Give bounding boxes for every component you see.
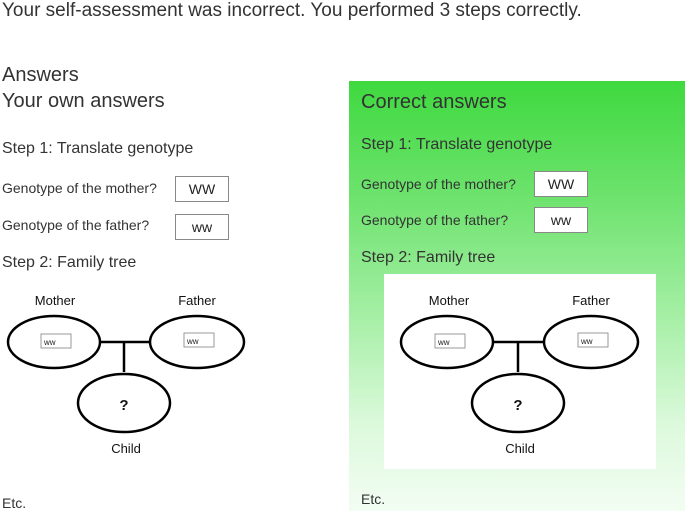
correct-tree-father-label: Father — [572, 293, 610, 308]
correct-father-question: Genotype of the father? — [361, 212, 509, 228]
own-tree-child-question-mark: ? — [119, 397, 128, 414]
correct-father-genotype-field: ww — [534, 207, 588, 233]
own-tree-father-label: Father — [178, 293, 216, 308]
correct-mother-question: Genotype of the mother? — [361, 176, 516, 192]
correct-tree-mother-box — [434, 333, 466, 349]
own-step1-heading: Step 1: Translate genotype — [2, 140, 194, 157]
own-father-question: Genotype of the father? — [2, 217, 150, 233]
correct-family-tree: Mother Father ww ww ? Child — [399, 293, 640, 456]
assessment-status-message: Your self-assessment was incorrect. You … — [2, 0, 582, 21]
own-father-genotype-field[interactable]: ww — [175, 214, 229, 240]
own-tree-mother-box[interactable] — [40, 333, 72, 349]
correct-tree-father-box — [577, 332, 609, 348]
own-tree-father-box-text: ww — [186, 337, 199, 346]
correct-step1-heading: Step 1: Translate genotype — [361, 136, 553, 153]
correct-tree-child-node — [470, 372, 566, 434]
own-family-tree: Mother Father ww ww ? Child — [6, 293, 246, 456]
own-mother-genotype-field[interactable]: WW — [175, 176, 229, 202]
correct-tree-background — [384, 274, 656, 469]
correct-tree-mother-box-text: ww — [437, 338, 450, 347]
correct-tree-mother-label: Mother — [429, 293, 470, 308]
answers-heading: Answers — [2, 64, 79, 86]
correct-step2-heading: Step 2: Family tree — [361, 249, 496, 266]
own-mother-question: Genotype of the mother? — [2, 180, 157, 196]
own-tree-father-box[interactable] — [183, 332, 215, 348]
correct-answers-heading: Correct answers — [361, 91, 507, 113]
own-etc-label: Etc. — [2, 495, 27, 511]
own-step2-heading: Step 2: Family tree — [2, 254, 137, 271]
own-tree-child-node — [76, 372, 172, 434]
correct-mother-genotype-field: WW — [534, 171, 588, 197]
own-tree-mother-label: Mother — [35, 293, 76, 308]
correct-tree-child-question-mark: ? — [513, 397, 522, 414]
own-tree-mother-box-text: ww — [43, 338, 56, 347]
own-tree-child-label: Child — [111, 441, 141, 456]
own-answers-heading: Your own answers — [2, 90, 165, 112]
correct-tree-father-box-text: ww — [580, 337, 593, 346]
correct-tree-child-label: Child — [505, 441, 535, 456]
correct-etc-label: Etc. — [361, 491, 386, 507]
